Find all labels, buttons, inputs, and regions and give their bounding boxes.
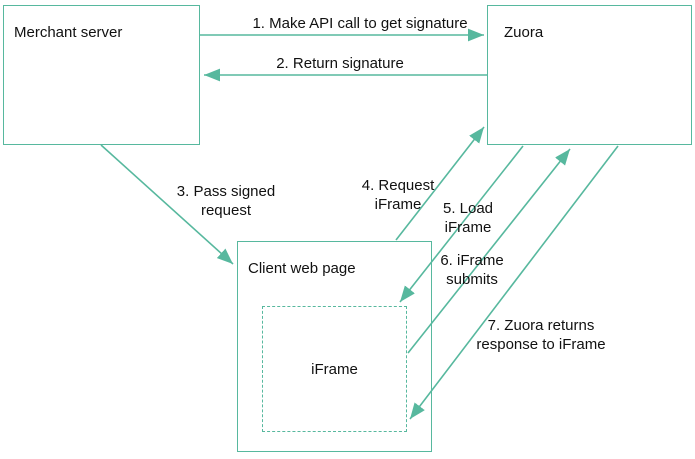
arrow-1-label-line: 1. Make API call to get signature (252, 15, 468, 32)
arrow-7-label-line: response to iFrame (476, 336, 606, 353)
arrow-2-label-line: 2. Return signature (276, 55, 404, 72)
zuora-label: Zuora (504, 24, 544, 41)
merchant-server-box: Merchant server (3, 5, 200, 145)
arrow-3-label-line: request (200, 202, 252, 219)
arrow-6-label: 6. iFrame submits (440, 251, 503, 289)
arrow-4-label-line: iFrame (374, 196, 422, 213)
arrow-5-label-line: 5. Load (442, 200, 494, 217)
arrow-7-label: 7. Zuora returns response to iFrame (476, 316, 605, 354)
merchant-server-label: Merchant server (14, 24, 123, 41)
zuora-box: Zuora (487, 5, 692, 145)
client-web-page-label: Client web page (248, 260, 356, 277)
arrow-7-label-line: 7. Zuora returns (487, 317, 595, 334)
arrow-5-label: 5. Load iFrame (443, 199, 493, 237)
iframe-label: iFrame (311, 360, 358, 378)
arrow-5-label-line: iFrame (444, 219, 492, 236)
arrow-2-label: 2. Return signature (276, 54, 404, 73)
arrow-3-label-line: 3. Pass signed (176, 183, 276, 200)
iframe-box: iFrame (262, 306, 407, 432)
arrow-4-label: 4. Request iFrame (362, 176, 435, 214)
arrow-6-label-line: 6. iFrame (440, 252, 504, 269)
arrow-6-label-line: submits (446, 271, 498, 288)
arrow-3-label: 3. Pass signed request (177, 182, 275, 220)
arrow-1-label: 1. Make API call to get signature (252, 14, 467, 33)
arrow-4-label-line: 4. Request (361, 177, 435, 194)
